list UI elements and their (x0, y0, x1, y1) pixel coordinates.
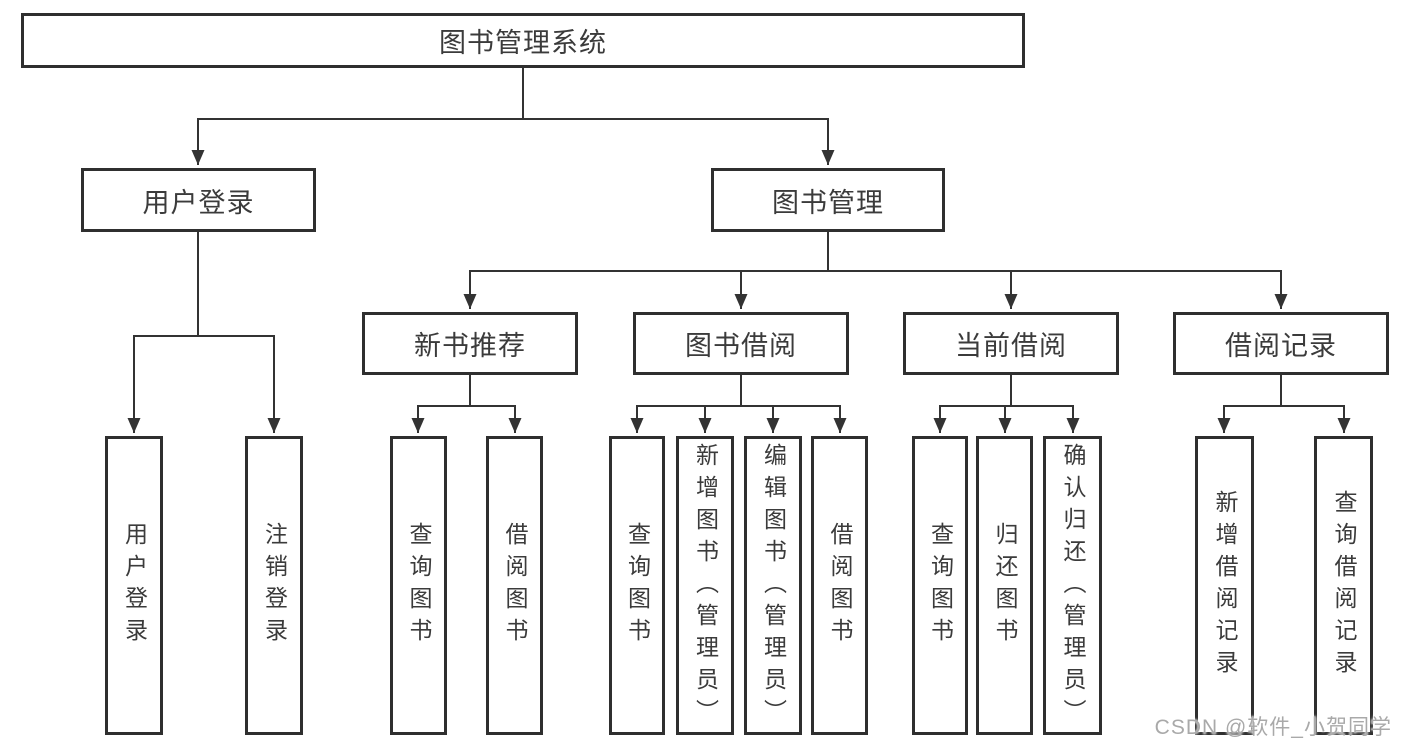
node-user-login: 用户登录 (81, 168, 316, 232)
node-root-label: 图书管理系统 (439, 28, 607, 58)
leaf-return-books: 归还图书 (976, 436, 1033, 735)
csdn-watermark: CSDN @软件_小贺同学 (1154, 716, 1392, 739)
leaf-query-books-current-label: 查询图书 (927, 521, 954, 650)
node-new-book-recommend-label: 新书推荐 (414, 331, 526, 361)
node-book-management: 图书管理 (711, 168, 945, 232)
node-book-borrow: 图书借阅 (633, 312, 849, 375)
leaf-borrow-books: 借阅图书 (811, 436, 868, 735)
leaf-add-borrow-record-label: 新增借阅记录 (1212, 489, 1238, 682)
leaf-borrow-books-recommend: 借阅图书 (486, 436, 543, 735)
leaf-confirm-return-admin-label: 确认归还（管理员） (1060, 443, 1086, 731)
leaf-confirm-return-admin: 确认归还（管理员） (1043, 436, 1102, 735)
node-borrow-records: 借阅记录 (1173, 312, 1389, 375)
leaf-logout: 注销登录 (245, 436, 303, 735)
node-book-management-label: 图书管理 (772, 187, 884, 218)
leaf-logout-label: 注销登录 (261, 521, 288, 650)
node-new-book-recommend: 新书推荐 (362, 312, 578, 375)
leaf-add-books-admin: 新增图书（管理员） (676, 436, 734, 735)
node-book-borrow-label: 图书借阅 (685, 331, 797, 361)
leaf-query-books-recommend-label: 查询图书 (406, 521, 432, 650)
leaf-edit-books-admin-label: 编辑图书（管理员） (760, 443, 787, 731)
node-root-system: 图书管理系统 (21, 13, 1025, 68)
leaf-user-login-label: 用户登录 (121, 521, 148, 650)
leaf-borrow-books-recommend-label: 借阅图书 (502, 521, 528, 650)
node-user-login-label: 用户登录 (142, 187, 255, 218)
leaf-query-books-recommend: 查询图书 (390, 436, 447, 735)
leaf-query-books-borrow: 查询图书 (609, 436, 665, 735)
leaf-add-borrow-record: 新增借阅记录 (1195, 436, 1254, 735)
node-borrow-records-label: 借阅记录 (1225, 331, 1337, 361)
leaf-query-borrow-record-label: 查询借阅记录 (1331, 489, 1357, 682)
leaf-borrow-books-label: 借阅图书 (827, 521, 853, 650)
leaf-user-login: 用户登录 (105, 436, 163, 735)
leaf-query-borrow-record: 查询借阅记录 (1314, 436, 1373, 735)
leaf-query-books-current: 查询图书 (912, 436, 968, 735)
node-current-borrow: 当前借阅 (903, 312, 1119, 375)
leaf-edit-books-admin: 编辑图书（管理员） (744, 436, 802, 735)
leaf-return-books-label: 归还图书 (992, 521, 1018, 650)
node-current-borrow-label: 当前借阅 (955, 331, 1067, 361)
leaf-add-books-admin-label: 新增图书（管理员） (692, 443, 719, 731)
leaf-query-books-borrow-label: 查询图书 (624, 521, 651, 650)
